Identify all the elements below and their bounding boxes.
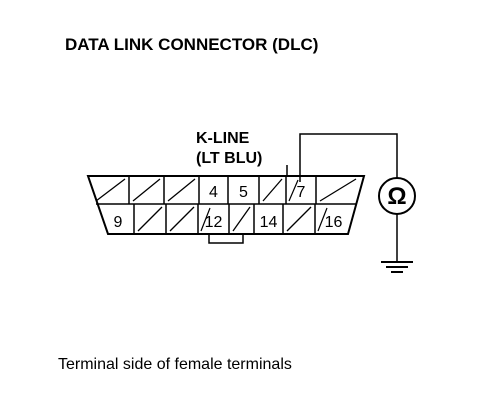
ohmmeter-symbol: Ω <box>387 183 406 210</box>
unused-terminal-hatch <box>95 178 126 202</box>
unused-terminal-hatch <box>132 178 161 202</box>
unused-terminal-hatch <box>137 206 163 232</box>
unused-terminal-hatch <box>319 178 357 202</box>
terminal-16-label: 16 <box>325 214 343 231</box>
unused-terminal-hatch <box>167 178 196 202</box>
terminal-12-label: 12 <box>205 214 223 231</box>
terminal-4-label: 4 <box>209 184 218 201</box>
data-link-connector: 4 5 7 9 12 14 16 <box>86 175 366 244</box>
k-line-wire <box>299 133 398 262</box>
connector-lock-tab <box>208 233 244 244</box>
diagram-caption: Terminal side of female terminals <box>58 356 292 373</box>
unused-terminal-hatch <box>232 206 251 232</box>
wire-to-ohmmeter <box>299 133 398 182</box>
bottom-row: 9 12 14 16 <box>114 204 343 234</box>
terminal-hatch-partial <box>288 179 299 202</box>
terminal-7-label: 7 <box>297 184 306 201</box>
unused-terminal-hatch <box>262 178 283 202</box>
wire-name-label: K-LINE <box>196 130 250 147</box>
terminal-5-label: 5 <box>239 184 248 201</box>
ohmmeter-circle <box>378 177 416 215</box>
top-row: 4 5 7 <box>95 176 357 204</box>
unused-terminal-hatch <box>286 206 312 232</box>
terminal-14-label: 14 <box>260 214 278 231</box>
connector-outline <box>86 175 366 235</box>
diagram-title: DATA LINK CONNECTOR (DLC) <box>65 35 318 54</box>
wire-color-label: (LT BLU) <box>196 150 262 167</box>
terminal-9-label: 9 <box>114 214 123 231</box>
ground-icon <box>381 261 413 273</box>
terminal-hatch-partial <box>317 207 328 232</box>
ohmmeter-icon: Ω <box>378 177 416 215</box>
terminal-hatch-partial <box>200 207 211 232</box>
unused-terminal-hatch <box>169 206 195 232</box>
